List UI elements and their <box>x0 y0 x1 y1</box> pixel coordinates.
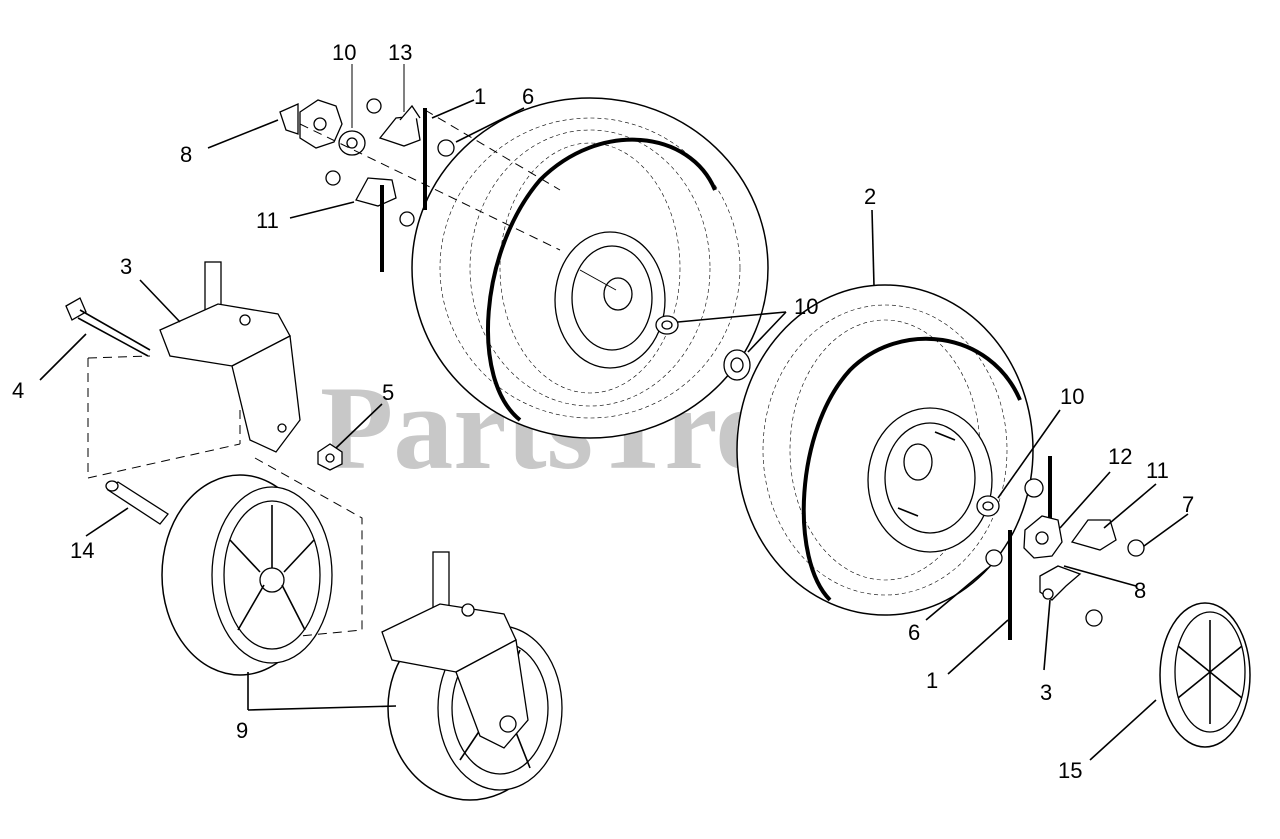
hubcap[interactable] <box>1159 602 1251 748</box>
callout-1-right: 1 <box>926 668 938 693</box>
cotter-pin-top[interactable] <box>279 102 299 135</box>
star-hub-top[interactable] <box>299 99 343 149</box>
callout-6-right: 6 <box>908 620 920 645</box>
large-tire-front[interactable] <box>411 97 769 439</box>
callouts: 10 13 1 6 8 11 2 3 10 4 5 10 12 11 7 14 … <box>12 40 1194 783</box>
bracket-right[interactable] <box>1070 519 1117 551</box>
callout-8-top: 8 <box>180 142 192 167</box>
callout-11-top: 11 <box>256 208 279 233</box>
bolt-long[interactable] <box>65 297 151 357</box>
callout-15: 15 <box>1058 758 1082 783</box>
callout-10-mid: 10 <box>794 294 818 319</box>
bracket-mid[interactable] <box>355 177 397 207</box>
callout-5: 5 <box>382 380 394 405</box>
nut-top-b[interactable] <box>437 139 455 157</box>
callout-12: 12 <box>1108 444 1132 469</box>
callout-10-top: 10 <box>332 40 356 65</box>
callout-13: 13 <box>388 40 412 65</box>
caster-bracket-upper[interactable] <box>159 261 301 453</box>
callout-9: 9 <box>236 718 248 743</box>
axle-spacer[interactable] <box>105 480 169 525</box>
nut-mid-right[interactable] <box>399 211 415 227</box>
lock-nut[interactable] <box>317 443 343 471</box>
star-hub-right[interactable] <box>1023 515 1063 559</box>
rod-top[interactable] <box>423 108 561 210</box>
nut-right-a[interactable] <box>1024 478 1044 498</box>
leader-lines <box>39 64 1189 761</box>
cotter-pin-right[interactable] <box>1039 565 1082 601</box>
rod-right[interactable] <box>1008 456 1052 640</box>
caster-wheel-left[interactable] <box>161 474 333 676</box>
callout-6-top: 6 <box>522 84 534 109</box>
callout-2: 2 <box>864 184 876 209</box>
loose-washer[interactable] <box>723 349 751 381</box>
rim-washer-front[interactable] <box>655 315 679 335</box>
washer-top[interactable] <box>338 130 366 156</box>
nut-right-b[interactable] <box>1127 539 1145 557</box>
callout-10-right: 10 <box>1060 384 1084 409</box>
rim-washer-rear[interactable] <box>976 495 1000 517</box>
callout-3-left: 3 <box>120 254 132 279</box>
callout-14: 14 <box>70 538 94 563</box>
callout-7: 7 <box>1182 492 1194 517</box>
callout-8-right: 8 <box>1134 578 1146 603</box>
caster-bracket-lower[interactable] <box>381 551 529 749</box>
nut-top-a[interactable] <box>366 98 382 114</box>
callout-4: 4 <box>12 378 24 403</box>
callout-1-top: 1 <box>474 84 486 109</box>
nut-right-c[interactable] <box>985 549 1003 567</box>
callout-3-right: 3 <box>1040 680 1052 705</box>
nut-mid-left[interactable] <box>325 170 341 186</box>
bracket-top[interactable] <box>378 104 421 147</box>
large-tire-rear[interactable] <box>736 284 1034 616</box>
nut-right-d[interactable] <box>1085 609 1103 627</box>
callout-11-right: 11 <box>1146 458 1169 483</box>
